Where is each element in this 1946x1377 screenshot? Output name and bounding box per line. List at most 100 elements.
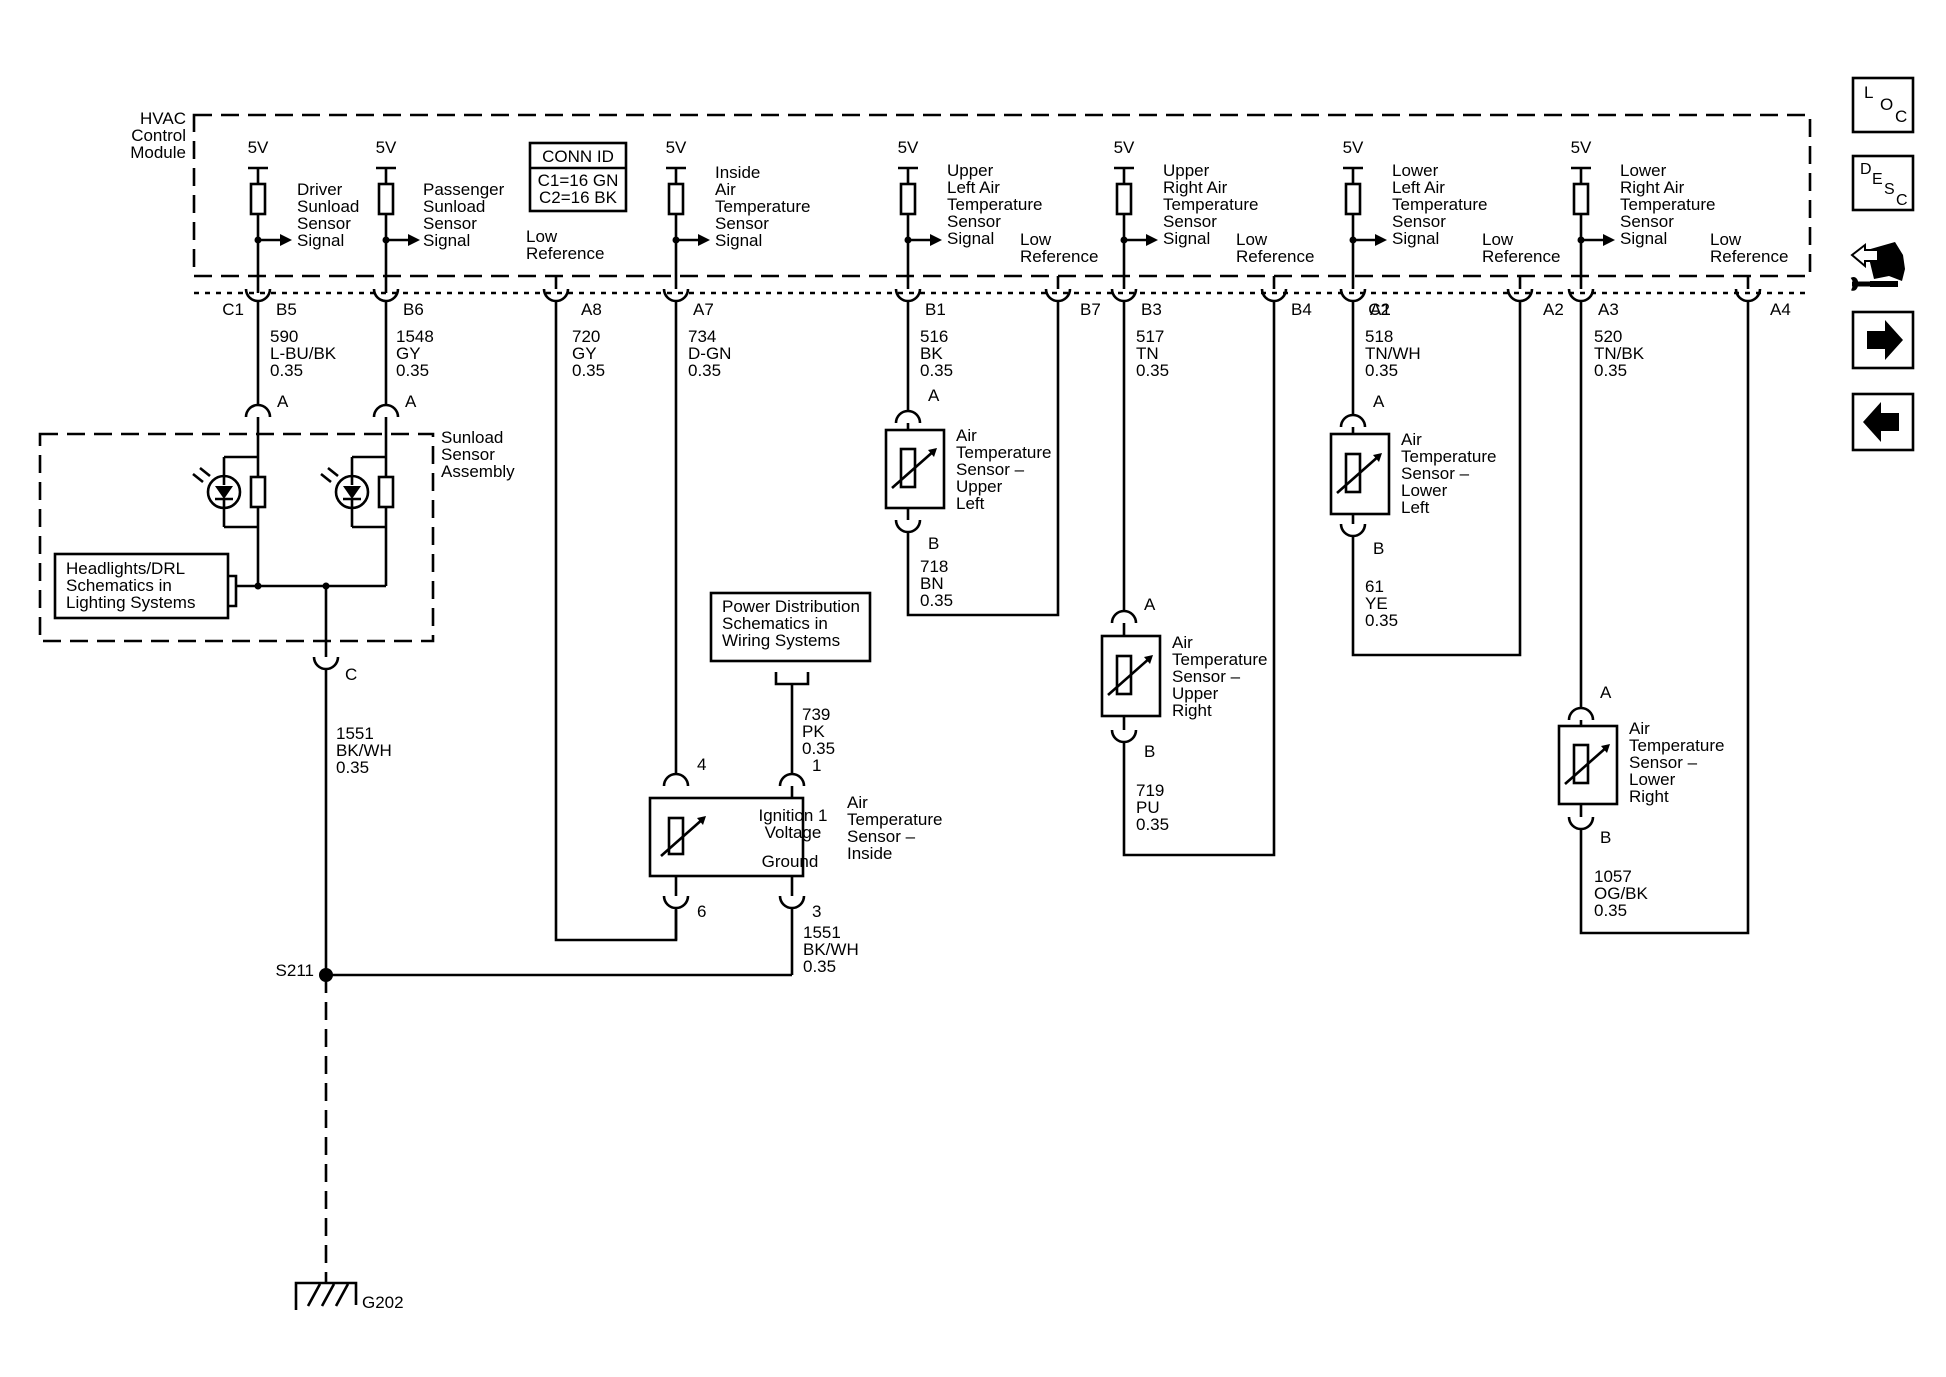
wire-719-label: 0.35 [1136, 815, 1169, 834]
upper-right-sensor-label: Air [1172, 633, 1193, 652]
low-reference-label: Reference [526, 244, 604, 263]
supply-voltage-label: 5V [1114, 138, 1135, 157]
wire-1551-label: 0.35 [336, 758, 369, 777]
upper-left-signal-label: Upper [947, 161, 994, 180]
sunload-sensor-assembly-boundary [38, 432, 435, 643]
hvac-module-label: HVAC [140, 109, 186, 128]
driver-sunload-signal-label: Sunload [297, 197, 359, 216]
wire-517-label: 517 [1136, 327, 1164, 346]
sunload-assembly-label: Sensor [441, 445, 495, 464]
sensor-pin-b-label: B [928, 534, 939, 553]
wire-61-label: 0.35 [1365, 611, 1398, 630]
power-distribution-reference-box [709, 591, 872, 663]
loc-letter[interactable]: L [1864, 83, 1873, 102]
wire-720-label: GY [572, 344, 597, 363]
connector-wrench-icon[interactable] [1850, 242, 1905, 291]
inside-air-sensor-circuit [319, 166, 810, 982]
passenger-sunload-signal-label: Signal [423, 231, 470, 250]
wire-518-label: 518 [1365, 327, 1393, 346]
connector-pin-label: A2 [1543, 300, 1564, 319]
wire-1548-label: GY [396, 344, 421, 363]
upper-right-signal-label: Signal [1163, 229, 1210, 248]
nav-loc-button[interactable] [1851, 76, 1915, 134]
desc-letter[interactable]: S [1884, 181, 1895, 198]
wire-1551-label: 1551 [803, 923, 841, 942]
low-reference-label: Low [1482, 230, 1514, 249]
desc-icon[interactable] [1851, 154, 1915, 212]
driver-sunload-signal-label: Driver [297, 180, 343, 199]
upper-left-signal-label: Temperature [947, 195, 1042, 214]
wire-61-label: YE [1365, 594, 1388, 613]
wire-718-label: 0.35 [920, 591, 953, 610]
wire-520-label: 0.35 [1594, 361, 1627, 380]
loc-icon[interactable] [1851, 76, 1915, 134]
wire-739-label: 0.35 [802, 739, 835, 758]
lower-right-signal-label: Signal [1620, 229, 1667, 248]
lower-left-signal-label: Signal [1392, 229, 1439, 248]
loc-letter[interactable]: O [1880, 95, 1893, 114]
low-reference-label: Reference [1020, 247, 1098, 266]
passenger-sunload-signal-label: Passenger [423, 180, 505, 199]
desc-letter[interactable]: D [1860, 161, 1872, 178]
power-distribution-reference-text: Schematics in [722, 614, 828, 633]
inside-ignition-label: Voltage [765, 823, 822, 842]
connector-pin-label: B3 [1141, 300, 1162, 319]
ground-g202-label: G202 [362, 1293, 404, 1312]
desc-letter[interactable]: E [1872, 171, 1883, 188]
wire-517-label: TN [1136, 344, 1159, 363]
inside-pin-1-label: 1 [812, 756, 821, 775]
lower-right-sensor-label: Air [1629, 719, 1650, 738]
power-distribution-reference-text: Wiring Systems [722, 631, 840, 650]
connector-pin-label: A1 [1370, 300, 1391, 319]
sensor-pin-a-label: A [1144, 595, 1156, 614]
lower-right-signal-label: Sensor [1620, 212, 1674, 231]
inside-air-signal-label: Sensor [715, 214, 769, 233]
upper-right-signal-label: Temperature [1163, 195, 1258, 214]
ground-circuit [294, 975, 358, 1310]
driver-sunload-signal-label: Sensor [297, 214, 351, 233]
wire-1551-label: BK/WH [803, 940, 859, 959]
wire-1551-label: BK/WH [336, 741, 392, 760]
wire-734-label: 0.35 [688, 361, 721, 380]
conn-id-value: C2=16 BK [539, 188, 618, 207]
desc-letter[interactable]: C [1896, 192, 1908, 209]
low-reference-label: Reference [1236, 247, 1314, 266]
forward-arrow-icon[interactable] [1851, 310, 1915, 370]
wire-517-label: 0.35 [1136, 361, 1169, 380]
upper-left-signal-label: Left Air [947, 178, 1000, 197]
driver-sunload-signal-label: Signal [297, 231, 344, 250]
wire-590-label: 590 [270, 327, 298, 346]
wire-739-label: 739 [802, 705, 830, 724]
wire-516-label: BK [920, 344, 943, 363]
inside-air-signal-label: Inside [715, 163, 760, 182]
low-reference-label: Low [1236, 230, 1268, 249]
supply-voltage-label: 5V [248, 138, 269, 157]
nav-back-button[interactable] [1851, 392, 1915, 452]
lower-right-sensor-label: Lower [1629, 770, 1676, 789]
upper-left-signal-label: Signal [947, 229, 994, 248]
wire-718-label: BN [920, 574, 944, 593]
headlights-reference-text: Schematics in [66, 576, 172, 595]
wire-590-label: L-BU/BK [270, 344, 337, 363]
inside-ground-label: Ground [762, 852, 819, 871]
nav-forward-button[interactable] [1851, 310, 1915, 370]
lower-left-sensor-label: Lower [1401, 481, 1448, 500]
connector-pin-label: B7 [1080, 300, 1101, 319]
sunload-assembly-label: Sunload [441, 428, 503, 447]
nav-desc-button[interactable] [1851, 154, 1915, 212]
supply-voltage-label: 5V [666, 138, 687, 157]
lower-left-signal-label: Left Air [1392, 178, 1445, 197]
upper-right-signal-label: Right Air [1163, 178, 1228, 197]
hvac-module-label: Module [130, 143, 186, 162]
passenger-sunload-signal-label: Sensor [423, 214, 477, 233]
connector-pin-label: B5 [276, 300, 297, 319]
loc-letter[interactable]: C [1895, 107, 1907, 126]
upper-left-signal-label: Sensor [947, 212, 1001, 231]
upper-right-signal-label: Upper [1163, 161, 1210, 180]
wire-1057-label: 0.35 [1594, 901, 1627, 920]
inside-air-signal-label: Air [715, 180, 736, 199]
headlights-reference-box [53, 552, 230, 620]
power-distribution-reference-text: Power Distribution [722, 597, 860, 616]
wire-734-label: 734 [688, 327, 716, 346]
upper-left-circuit [884, 166, 1072, 617]
